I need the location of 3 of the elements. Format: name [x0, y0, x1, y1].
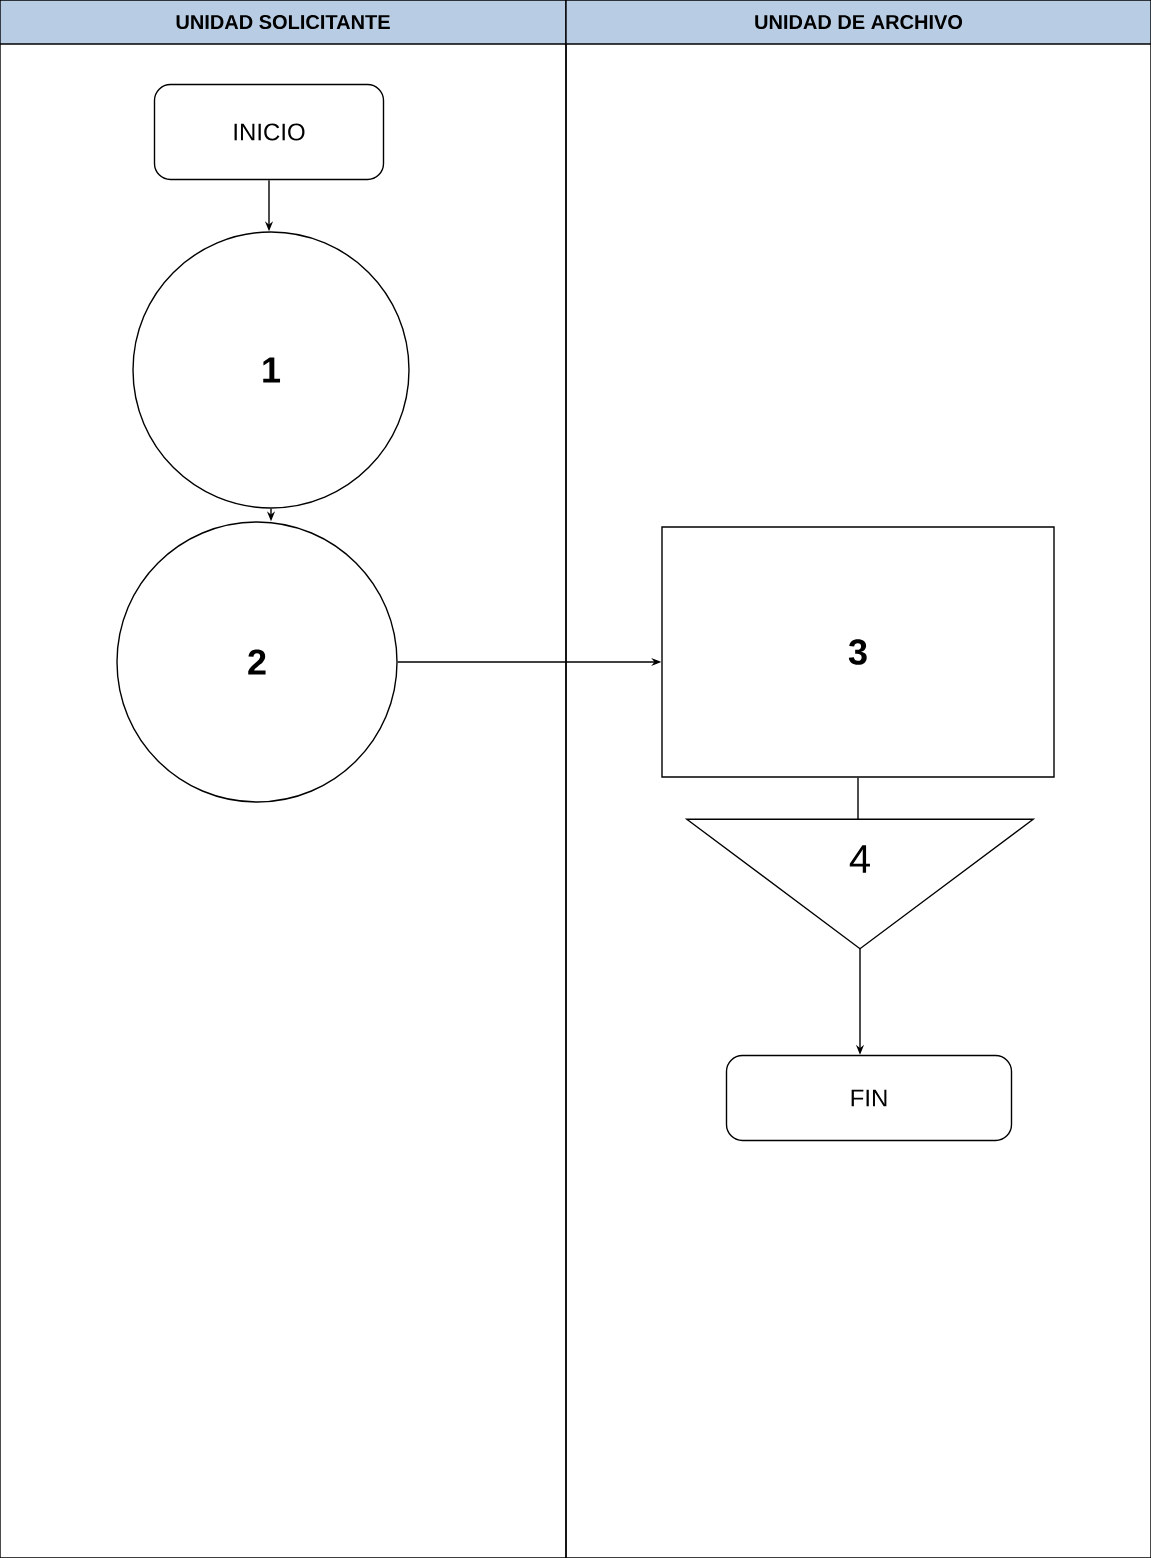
process-box: 3 — [661, 526, 1055, 778]
terminal-box: INICIO — [153, 83, 385, 181]
terminal-box: FIN — [725, 1054, 1013, 1142]
